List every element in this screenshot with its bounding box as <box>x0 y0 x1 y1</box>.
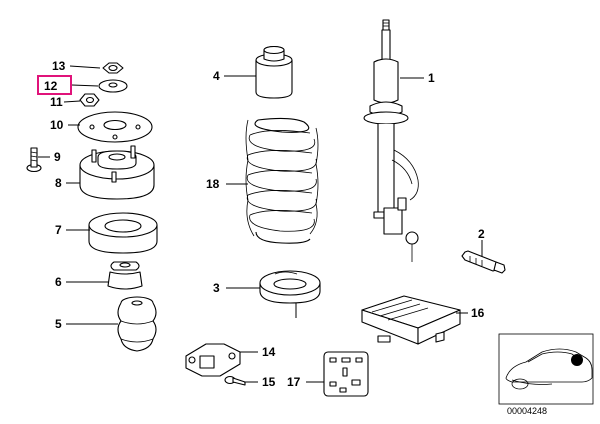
sensor-bracket-part[interactable] <box>185 343 241 377</box>
label-13[interactable]: 13 <box>52 59 66 73</box>
label-12[interactable]: 12 <box>44 79 58 93</box>
hex-bolt-part[interactable] <box>461 250 506 274</box>
label-4[interactable]: 4 <box>213 69 220 83</box>
coil-spring-part[interactable] <box>245 117 319 244</box>
label-1[interactable]: 1 <box>428 71 435 85</box>
label-3[interactable]: 3 <box>213 281 220 295</box>
self-locking-nut-part[interactable] <box>102 62 124 74</box>
relay-part[interactable] <box>323 351 369 397</box>
label-17[interactable]: 17 <box>287 375 301 389</box>
screw-part[interactable] <box>26 147 42 173</box>
control-unit-part[interactable] <box>361 295 461 345</box>
protection-tube-part[interactable] <box>255 45 293 99</box>
label-9[interactable]: 9 <box>54 150 61 164</box>
label-8[interactable]: 8 <box>55 176 62 190</box>
label-5[interactable]: 5 <box>55 317 62 331</box>
lower-spring-pad-part[interactable] <box>259 270 321 304</box>
upper-spring-pad-part[interactable] <box>88 212 158 254</box>
shock-absorber-part[interactable] <box>363 19 419 262</box>
label-2[interactable]: 2 <box>478 227 485 241</box>
stop-buffer-part[interactable] <box>107 261 143 290</box>
label-16[interactable]: 16 <box>471 306 485 320</box>
washer-part[interactable] <box>98 79 128 93</box>
vehicle-location-thumbnail[interactable]: 00004248 <box>498 333 594 416</box>
catalog-code: 00004248 <box>507 406 547 416</box>
label-7[interactable]: 7 <box>55 223 62 237</box>
auxiliary-spring-part[interactable] <box>117 296 157 352</box>
label-18[interactable]: 18 <box>206 177 220 191</box>
label-10[interactable]: 10 <box>50 118 64 132</box>
label-15[interactable]: 15 <box>262 375 276 389</box>
label-14[interactable]: 14 <box>262 345 276 359</box>
washer-plate-part[interactable] <box>77 111 153 143</box>
highlight-box <box>37 75 72 95</box>
car-icon <box>505 348 593 390</box>
collar-nut-part[interactable] <box>79 93 100 107</box>
label-6[interactable]: 6 <box>55 275 62 289</box>
support-bearing-part[interactable] <box>79 145 155 200</box>
label-11[interactable]: 11 <box>50 95 63 109</box>
screw-small-part[interactable] <box>224 375 246 386</box>
